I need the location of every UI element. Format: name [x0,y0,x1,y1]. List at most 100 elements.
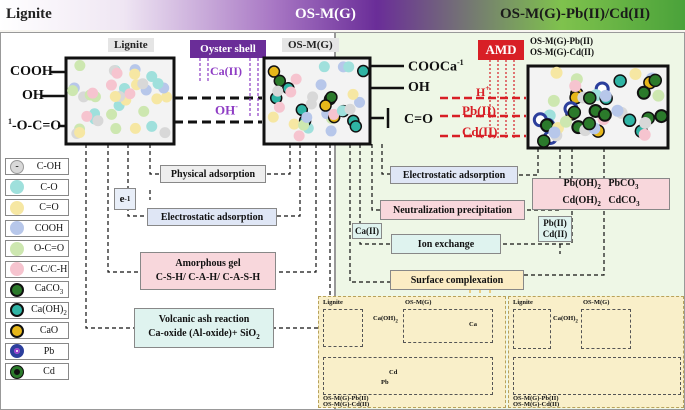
legend-swatch-icon: - [10,159,24,174]
volcanic-ash-sub: Ca-oxide (Al-oxide)+ SiO2 [148,327,259,344]
inset-right-title-a: Lignite [513,299,533,306]
amorphous-gel-box: Amorphous gel C-S-H/ C-A-H/ C-A-S-H [140,252,276,290]
inset-left-reagent-text: Ca(OH) [373,315,396,322]
inset-right-foot2: OS-M(G)-Cd(II) [513,401,560,408]
volcanic-ash-sub-text: Ca-oxide (Al-oxide)+ SiO [148,327,257,339]
particle-dot [273,101,285,113]
ion-exchange-box: Ion exchange [391,234,501,254]
inset-right: Lignite OS-M(G) Ca(OH)2 OS-M(G)-Pb(II) O… [508,296,684,408]
precip-cdoh: Cd(OH) [562,195,598,206]
legend-item: O-C=O [5,240,69,257]
legend-swatch-icon [10,262,24,276]
particle-dot [301,111,313,123]
inset-right-foot1: OS-M(G)-Pb(II) [513,395,559,402]
particle-dot [110,123,122,135]
particle-dot [318,61,330,73]
particle-dot [267,111,279,123]
amorphous-gel-title: Amorphous gel [175,258,241,269]
particle-dot [319,99,332,112]
inset-left-osmg-frame [403,309,493,343]
cd-ion-label: Cd(II) [462,124,498,139]
particle-dot [151,93,163,105]
particle-dot [285,86,297,98]
inset-right-foot: OS-M(G)-Pb(II) OS-M(G)-Cd(II) [513,395,560,408]
particle-dot [550,66,563,79]
banner-right-label: OS-M(G)-Pb(II)/Cd(II) [500,6,650,22]
inset-left-reagent: Ca(OH)2 [373,315,398,324]
legend-label: Ca(OH)2 [31,303,67,317]
particle-dot [654,109,669,124]
volcanic-ash-box: Volcanic ash reaction Ca-oxide (Al-oxide… [134,308,274,348]
particle-dot [611,104,624,117]
pbcd-tag-box: Pb(II) Cd(II) [538,216,572,242]
particle-dot [597,107,612,122]
inset-left-foot: OS-M(G)-Pb(II) OS-M(G)-Cd(II) [323,395,370,408]
particle-dot [92,115,104,127]
products-header: OS-M(G)-Pb(II) OS-M(G)-Cd(II) [530,36,594,58]
particle-dot [81,110,93,122]
particle-dot [343,61,355,73]
e-sup: -1 [124,195,131,203]
precip-pbco: PbCO [608,178,636,189]
legend-item: CaCO3 [5,281,69,298]
particle-dot [293,130,305,142]
inset-left-foot2: OS-M(G)-Cd(II) [323,401,370,408]
precip-pboh: Pb(OH) [563,178,598,189]
inset-left-foot1: OS-M(G)-Pb(II) [323,395,369,402]
legend-item: CaO [5,322,69,339]
group-carbonyl-right: C=O [404,112,433,127]
legend-label: Pb [43,345,55,357]
electrostatic-adsorption-left-box: Electrostatic adsorption [147,208,277,226]
particle-dot [325,125,337,137]
particle-dot [161,91,173,103]
particle-dot [105,79,117,91]
inset-right-reagent-sub: 2 [575,319,578,325]
pb-ion-label: Pb(II) [462,103,496,118]
particle-dot [106,108,118,120]
legend-item: C-O [5,178,69,196]
particle-dot [129,68,141,80]
inset-right-reagent: Ca(OH)2 [553,315,578,324]
ester-sup: 1 [8,117,12,126]
sio2-sub: 2 [256,332,260,341]
particle-dot [648,73,663,88]
legend-item: Ca(OH)2 [5,301,69,319]
particle-dot [67,85,79,97]
inset-left: Lignite OS-M(G) Ca(OH)2 Ca Cd Pb OS-M(G)… [318,296,506,408]
product-cd-label: OS-M(G)-Cd(II) [530,47,594,57]
particle-dot [613,74,627,88]
transform-arrow-1 [174,96,262,124]
particle-dot [109,91,121,103]
particle-dot [138,105,150,117]
volcanic-ash-title: Volcanic ash reaction [158,313,250,325]
lignite-header: Lignite [108,38,154,52]
particle-dot [74,60,86,72]
particle-dot [74,127,86,139]
legend-label: C-C/C-H [30,263,68,275]
legend-label: COOH [34,222,64,234]
inset-left-product-frame [323,357,493,395]
electron-box: e-1 [114,188,136,210]
legend-swatch-icon [10,241,24,256]
group-oh-left: OH [22,88,44,103]
lignite-dots [67,60,173,139]
legend-swatch-icon [10,282,24,297]
particle-dot [622,113,637,128]
group-cooca-right: COOCa-1 [408,58,464,76]
particle-dot [305,98,317,110]
particle-dot [272,85,284,97]
cd-tag: Cd(II) [542,229,568,239]
particle-dot [636,85,651,100]
inset-right-osmg-frame [581,309,631,349]
particle-dot [315,79,327,91]
osmg-dots [267,61,370,142]
precip-sub-3: 2 [597,200,601,208]
ester-text: -O-C=O [12,118,62,134]
h-sup: + [485,84,490,93]
particle-dot [638,128,651,141]
legend-item: C-C/C-H [5,260,69,278]
particle-dot [349,120,363,133]
neutralization-box: Neutralization precipitation [380,200,525,220]
particle-dot [599,89,612,102]
